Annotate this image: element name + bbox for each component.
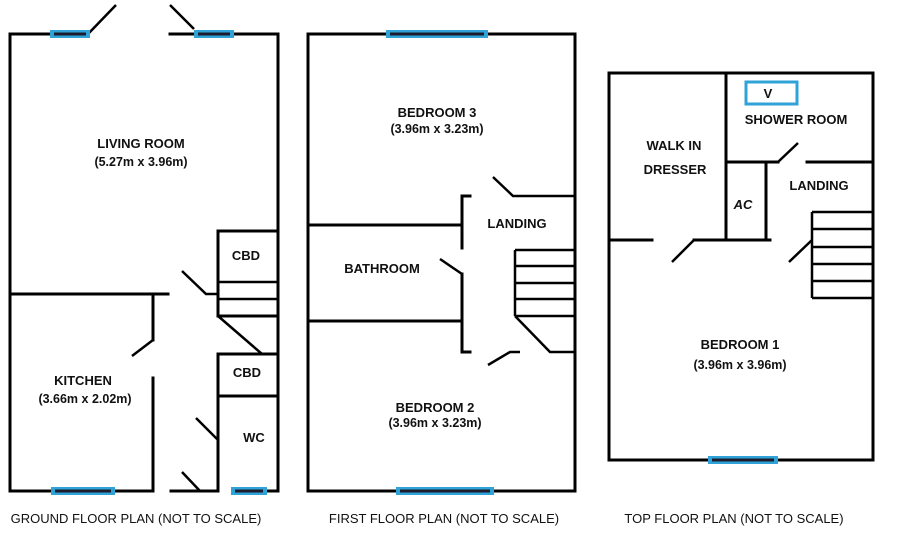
vent-label: V: [764, 86, 773, 101]
front-door-leaves: [87, 4, 195, 35]
top-landing-label: LANDING: [789, 178, 848, 193]
bathroom-label: BATHROOM: [344, 261, 420, 276]
ground-windows: [50, 30, 267, 495]
first-windows: [386, 30, 494, 495]
shower-room-label: SHOWER ROOM: [745, 112, 848, 127]
bedroom3-dims: (3.96m x 3.23m): [390, 122, 483, 136]
ground-plan-title: GROUND FLOOR PLAN (NOT TO SCALE): [11, 511, 262, 526]
bedroom2-dims: (3.96m x 3.23m): [388, 416, 481, 430]
kitchen-dims: (3.66m x 2.02m): [38, 392, 131, 406]
vent-box: [744, 80, 799, 106]
ground-floor-plan: LIVING ROOM (5.27m x 3.96m) CBD CBD KITC…: [8, 4, 280, 526]
first-landing-label: LANDING: [487, 216, 546, 231]
living-room-dims: (5.27m x 3.96m): [94, 155, 187, 169]
cbd-upper-label: CBD: [232, 248, 260, 263]
bedroom1-label: BEDROOM 1: [701, 337, 780, 352]
top-plan-title: TOP FLOOR PLAN (NOT TO SCALE): [624, 511, 843, 526]
bedroom1-dims: (3.96m x 3.96m): [693, 358, 786, 372]
ground-outer-wall: [8, 32, 280, 493]
bedroom3-label: BEDROOM 3: [398, 105, 477, 120]
landing-wall: [460, 194, 472, 354]
cbd-lower-label: CBD: [233, 365, 261, 380]
first-door-swings: [439, 176, 575, 367]
top-door-swings: [671, 142, 813, 263]
first-plan-title: FIRST FLOOR PLAN (NOT TO SCALE): [329, 511, 559, 526]
first-stair-lines: [513, 248, 575, 354]
kitchen-label: KITCHEN: [54, 373, 112, 388]
ground-stair-lines: [217, 280, 278, 355]
top-floor-plan: V SHOWER ROOM WALK IN DRESSER LANDING AC…: [607, 71, 875, 526]
cbd-upper-wall: [216, 229, 280, 318]
walk-in-dresser-label-2: DRESSER: [644, 162, 707, 177]
kitchen-wall: [8, 292, 170, 493]
top-windows: [708, 456, 778, 464]
top-internal-walls: [607, 71, 875, 242]
walk-in-dresser-label-1: WALK IN: [647, 138, 702, 153]
wc-label: WC: [243, 430, 265, 445]
bathroom-wall: [306, 223, 464, 323]
top-stair-lines: [810, 210, 873, 300]
ground-door-swings: [131, 270, 219, 492]
bedroom2-label: BEDROOM 2: [396, 400, 475, 415]
living-room-label: LIVING ROOM: [97, 136, 184, 151]
first-floor-plan: BEDROOM 3 (3.96m x 3.23m) LANDING BATHRO…: [306, 30, 577, 526]
first-outer-wall: [306, 32, 577, 493]
ac-label: AC: [733, 197, 753, 212]
top-outer-wall: [607, 71, 875, 462]
